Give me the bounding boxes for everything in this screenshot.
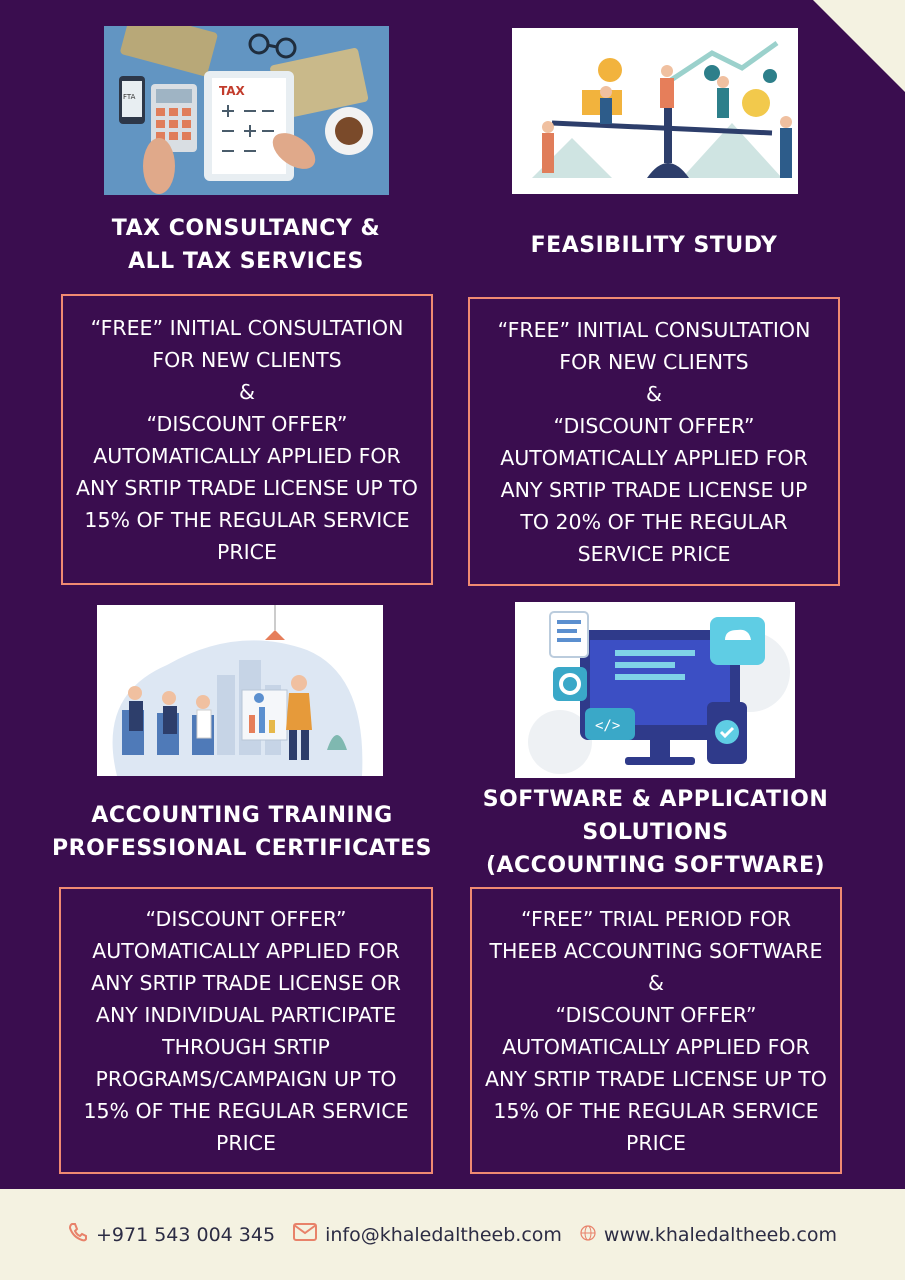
- tax-label: TAX: [219, 84, 246, 98]
- offer-box-feasibility: “FREE” INITIAL CONSULTATION FOR NEW CLIE…: [468, 297, 840, 586]
- offer-box-software: “FREE” TRIAL PERIOD FOR THEEB ACCOUNTING…: [470, 887, 842, 1174]
- globe-icon: [580, 1224, 596, 1246]
- software-solutions-image: </>: [515, 602, 795, 778]
- fta-label: FTA: [123, 93, 136, 101]
- email-icon: [293, 1223, 318, 1246]
- corner-decoration: [813, 0, 905, 92]
- offer-text-software: “FREE” TRIAL PERIOD FOR THEEB ACCOUNTING…: [485, 906, 827, 1155]
- offer-box-tax: “FREE” INITIAL CONSULTATION FOR NEW CLIE…: [61, 294, 433, 585]
- footer-email[interactable]: info@khaledaltheeb.com: [293, 1223, 562, 1246]
- service-title-training: ACCOUNTING TRAINING PROFESSIONAL CERTIFI…: [52, 803, 432, 861]
- footer-website[interactable]: www.khaledaltheeb.com: [580, 1224, 837, 1246]
- offer-text-feasibility: “FREE” INITIAL CONSULTATION FOR NEW CLIE…: [497, 317, 811, 566]
- tax-services-image: TAX FTA: [104, 26, 389, 195]
- website-url: www.khaledaltheeb.com: [603, 1223, 838, 1246]
- phone-number: +971 543 004 345: [95, 1223, 276, 1246]
- service-title-software: SOFTWARE & APPLICATION SOLUTIONS (ACCOUN…: [482, 787, 829, 878]
- offer-text-tax: “FREE” INITIAL CONSULTATION FOR NEW CLIE…: [76, 315, 418, 564]
- service-title-feasibility: FEASIBILITY STUDY: [530, 233, 778, 258]
- offer-box-training: “DISCOUNT OFFER” AUTOMATICALLY APPLIED F…: [59, 887, 433, 1174]
- email-address: info@khaledaltheeb.com: [325, 1223, 562, 1246]
- footer-phone[interactable]: +971 543 004 345: [68, 1222, 275, 1247]
- accounting-training-image: [97, 605, 383, 776]
- phone-icon: [68, 1222, 88, 1247]
- offer-text-training: “DISCOUNT OFFER” AUTOMATICALLY APPLIED F…: [83, 906, 409, 1155]
- svg-text:</>: </>: [595, 718, 620, 734]
- service-title-tax: TAX CONSULTANCY & ALL TAX SERVICES: [111, 216, 381, 274]
- feasibility-study-image: [512, 28, 798, 194]
- contact-footer: +971 543 004 345 info@khaledaltheeb.com …: [0, 1189, 905, 1280]
